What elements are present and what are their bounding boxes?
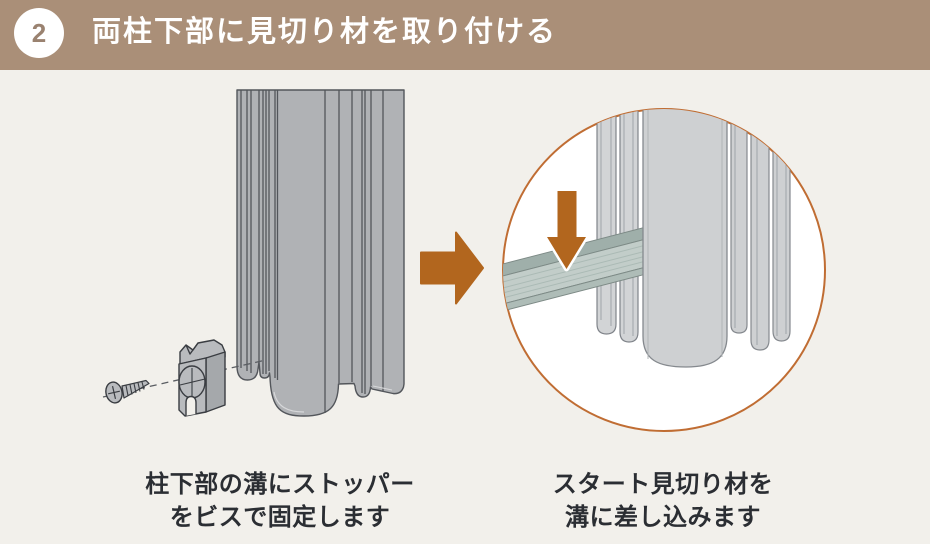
step-number-badge: 2 xyxy=(14,8,64,58)
insert-down-arrow-icon xyxy=(544,188,589,272)
post-column xyxy=(236,89,405,417)
caption-right-line2: 溝に差し込みます xyxy=(565,504,761,531)
step-header: 2 両柱下部に見切り材を取り付ける xyxy=(0,0,930,70)
detail-circle xyxy=(502,108,826,432)
caption-right: スタート見切り材を 溝に差し込みます xyxy=(473,468,853,534)
stopper-clip xyxy=(178,339,226,417)
screw xyxy=(105,379,150,404)
detail-post-column xyxy=(503,109,791,368)
step-number: 2 xyxy=(31,17,47,48)
step-arrow-icon xyxy=(420,231,484,305)
caption-left-line1: 柱下部の溝にストッパー xyxy=(145,471,415,498)
caption-right-line1: スタート見切り材を xyxy=(552,471,774,498)
caption-left: 柱下部の溝にストッパー をビスで固定します xyxy=(90,468,470,534)
step-title: 両柱下部に見切り材を取り付ける xyxy=(92,16,558,48)
caption-left-line2: をビスで固定します xyxy=(169,504,391,531)
